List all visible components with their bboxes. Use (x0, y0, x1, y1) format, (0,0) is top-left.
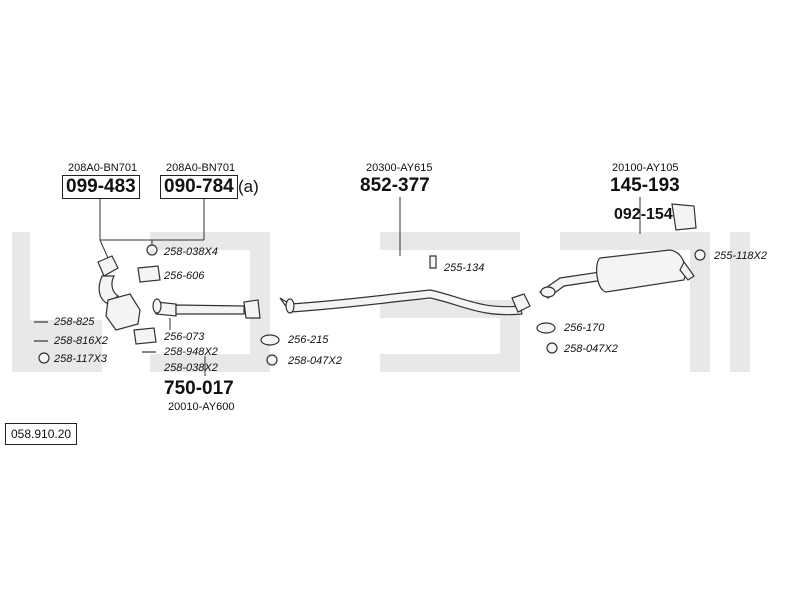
accessory-label[interactable]: 255-134 (444, 262, 485, 274)
accessory-label[interactable]: 256-215 (288, 334, 329, 346)
part-number-front-left[interactable]: 099-483 (62, 175, 140, 199)
part-number-rear[interactable]: 145-193 (610, 175, 680, 196)
accessory-label[interactable]: 256-073 (164, 331, 205, 343)
accessory-label[interactable]: 258-816X2 (54, 335, 108, 347)
oe-number-rear: 20100-AY105 (612, 162, 679, 174)
accessory-label[interactable]: 256-170 (564, 322, 605, 334)
part-number-front-right[interactable]: 090-784 (160, 175, 238, 199)
accessory-label[interactable]: 258-047X2 (564, 343, 618, 355)
bolts (34, 321, 156, 353)
reference-number: 058.910.20 (5, 423, 78, 445)
leader-lines (99, 197, 641, 376)
watermark-logo (12, 232, 750, 372)
oe-number-front-left: 208A0-BN701 (68, 162, 138, 174)
accessory-label[interactable]: 258-038X2 (164, 362, 218, 374)
oe-number-front-pipe: 20010-AY600 (168, 401, 235, 413)
exhaust-parts (38, 203, 706, 366)
part-number-hanger[interactable]: 092-154 (614, 206, 673, 223)
part-suffix: (a) (238, 177, 259, 196)
accessory-label[interactable]: 255-118X2 (714, 250, 768, 262)
accessory-label[interactable]: 256-606 (164, 270, 205, 282)
accessory-label[interactable]: 258-948X2 (164, 346, 218, 358)
accessory-label[interactable]: 258-047X2 (288, 355, 342, 367)
oe-number-middle: 20300-AY615 (366, 162, 433, 174)
part-number-middle[interactable]: 852-377 (360, 175, 430, 196)
oe-number-front-right: 208A0-BN701 (166, 162, 236, 174)
accessory-label[interactable]: 258-117X3 (54, 353, 108, 365)
accessory-label[interactable]: 258-825 (54, 316, 95, 328)
accessory-label[interactable]: 258-038X4 (164, 246, 218, 258)
part-number-front-pipe[interactable]: 750-017 (164, 378, 234, 399)
